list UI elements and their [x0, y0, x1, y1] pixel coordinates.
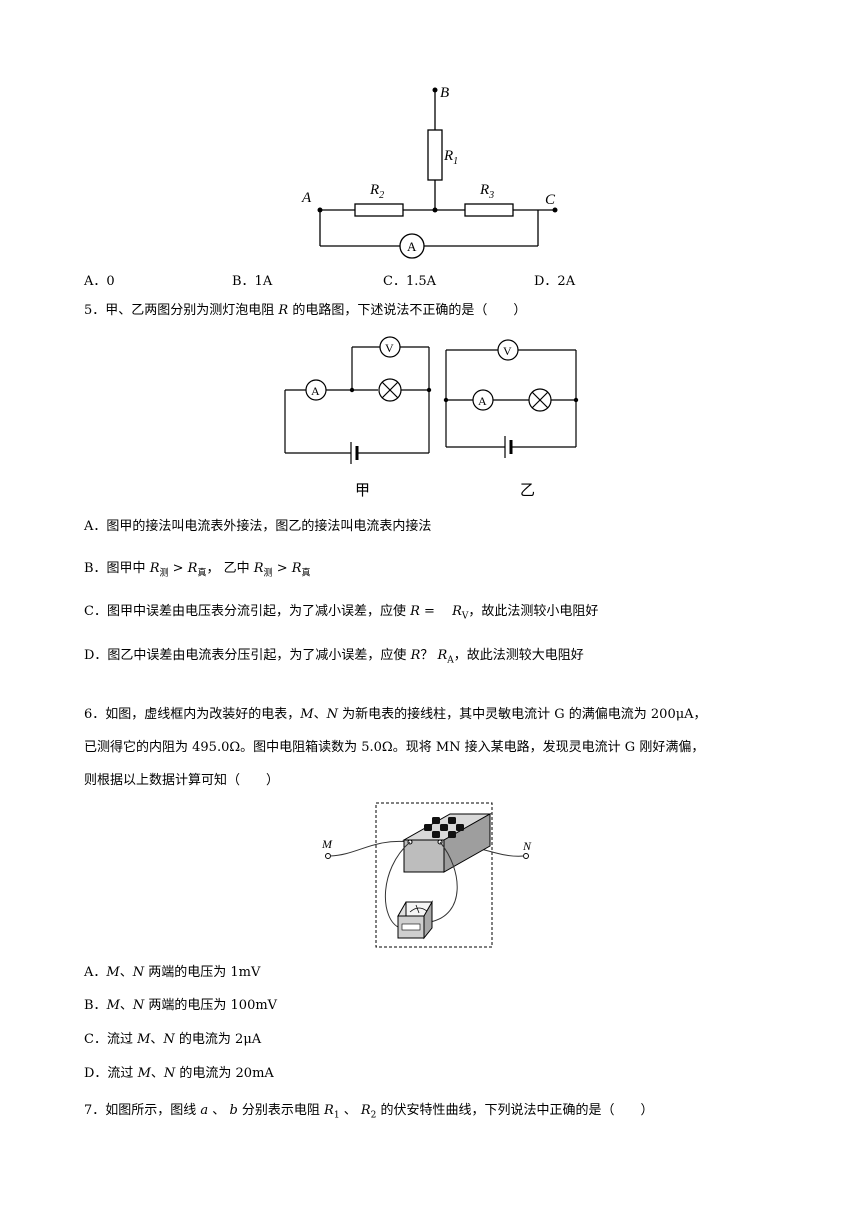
- q6-option-b[interactable]: B．M、N 两端的电压为 100mV: [84, 998, 278, 1013]
- q6-meter-figure: M N: [321, 802, 532, 948]
- q5-option-c[interactable]: C．图甲中误差由电压表分流引起，为了减小误差，应使 R = RV，故此法测较小电…: [84, 604, 599, 622]
- q4-option-d[interactable]: D．2A: [534, 274, 576, 289]
- jia-voltmeter: V: [385, 341, 394, 355]
- caption-jia: 甲: [355, 483, 370, 499]
- q6-option-a[interactable]: A．M、N 两端的电压为 1mV: [84, 965, 261, 980]
- q4-option-c[interactable]: C．1.5A: [383, 274, 437, 289]
- label-r3: R3: [479, 182, 494, 201]
- circuit-jia: V A: [284, 336, 432, 464]
- q6-stem-line3: 则根据以上数据计算可知（ ）: [84, 773, 280, 788]
- label-a: A: [301, 190, 312, 206]
- q5-stem: 5．甲、乙两图分别为测灯泡电阻 R 的电路图，下述说法不正确的是（ ）: [84, 303, 527, 318]
- caption-yi: 乙: [520, 483, 535, 499]
- label-n: N: [522, 839, 532, 853]
- q6-option-c[interactable]: C．流过 M、N 的电流为 2μA: [84, 1032, 262, 1047]
- label-b: B: [440, 85, 449, 101]
- yi-ammeter: A: [478, 394, 487, 408]
- ammeter-symbol: A: [407, 239, 417, 254]
- q5-option-b[interactable]: B．图甲中 R测 > R真， 乙中 R测 > R真: [84, 561, 311, 579]
- q4-option-a[interactable]: A．0: [84, 274, 115, 289]
- label-r1: R1: [443, 148, 458, 167]
- q5-option-d[interactable]: D．图乙中误差由电流表分压引起，为了减小误差，应使 R？ RA，故此法测较大电阻…: [84, 648, 584, 666]
- jia-ammeter: A: [311, 384, 320, 398]
- label-c: C: [545, 192, 556, 208]
- q7-stem: 7．如图所示，图线 a 、 b 分别表示电阻 R1 、 R2 的伏安特性曲线，下…: [84, 1103, 654, 1121]
- yi-voltmeter: V: [503, 344, 512, 358]
- q6-stem-line2: 已测得它的内阻为 495.0Ω。图中电阻箱读数为 5.0Ω。现将 MN 接入某电…: [84, 740, 705, 755]
- q5-option-a[interactable]: A．图甲的接法叫电流表外接法，图乙的接法叫电流表内接法: [84, 519, 432, 534]
- label-m: M: [321, 837, 333, 851]
- q4-option-b[interactable]: B．1A: [232, 274, 273, 289]
- label-r2: R2: [369, 182, 384, 201]
- q4-circuit-figure: B R1 R2 R3 A C A: [301, 85, 558, 259]
- q6-stem-line1: 6．如图，虚线框内为改装好的电表，M、N 为新电表的接线柱，其中灵敏电流计 G …: [84, 707, 707, 722]
- q6-option-d[interactable]: D．流过 M、N 的电流为 20mA: [84, 1066, 274, 1081]
- circuit-yi: V A: [443, 339, 579, 458]
- q5-circuit-figures: V A V A 甲 乙: [284, 336, 579, 499]
